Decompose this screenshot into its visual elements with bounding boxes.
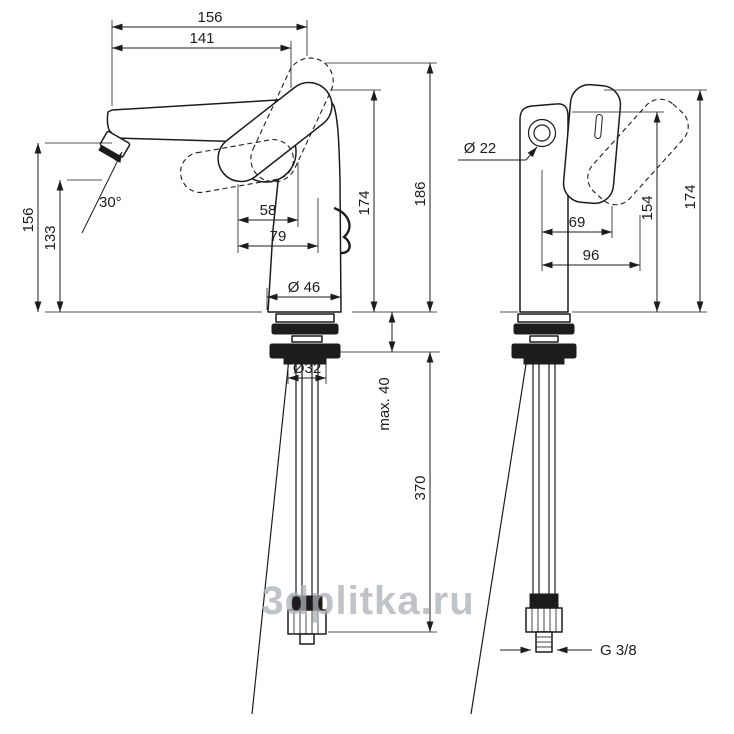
pull-rod-front bbox=[251, 357, 290, 715]
faucet-body-side bbox=[519, 103, 569, 313]
handle-lowered-dashed bbox=[180, 139, 294, 193]
handle-front bbox=[217, 81, 333, 183]
front-view: 156 141 156 133 30° 58 79 Ø 46 174 186 m… bbox=[20, 9, 440, 715]
handle-side-dashed bbox=[587, 98, 689, 206]
dim-label-aerator-diameter: Ø 22 bbox=[464, 140, 497, 157]
extension-lines-side bbox=[500, 89, 707, 313]
pull-rod-side bbox=[470, 357, 528, 715]
dim-label-handle-offset-side: 69 bbox=[569, 214, 586, 231]
dim-label-spout-height: 133 bbox=[42, 225, 59, 250]
dimension-lines-side bbox=[458, 90, 704, 654]
aerator-side-inner bbox=[533, 124, 551, 142]
dim-label-max-height: 186 bbox=[412, 181, 429, 206]
dim-label-body-height: 174 bbox=[356, 190, 373, 215]
dim-label-hose-length: 370 bbox=[412, 475, 429, 500]
dim-label-spout-top-height: 154 bbox=[639, 195, 656, 220]
dim-label-total-length: 156 bbox=[197, 9, 222, 26]
dim-label-left-height: 156 bbox=[20, 207, 37, 232]
extension-lines-front bbox=[45, 20, 440, 633]
aerator-side-outer bbox=[527, 118, 557, 148]
dim-label-angle: 30° bbox=[99, 194, 122, 211]
dim-label-shank-diameter: Ø32 bbox=[293, 360, 321, 377]
mounting-hardware-front bbox=[251, 313, 341, 715]
watermark: 3dplitka.ru bbox=[261, 579, 474, 623]
dim-label-base-diameter: Ø 46 bbox=[288, 279, 321, 296]
dim-label-pivot-offset: 58 bbox=[260, 202, 277, 219]
side-view: Ø 22 69 96 154 174 G 3/8 bbox=[458, 83, 707, 715]
dim-label-total-height-side: 174 bbox=[682, 184, 699, 209]
dim-label-handle-reach: 79 bbox=[270, 228, 287, 245]
dim-label-thread: G 3/8 bbox=[600, 642, 637, 659]
mounting-hardware-side bbox=[470, 313, 577, 715]
handle-raised-dashed bbox=[250, 57, 334, 183]
handle-side bbox=[562, 83, 622, 205]
dim-label-handle-reach-side: 96 bbox=[583, 247, 600, 264]
dimension-lines-front bbox=[34, 23, 434, 632]
dim-label-spout-reach: 141 bbox=[189, 30, 214, 47]
dim-label-max-counter: max. 40 bbox=[376, 377, 393, 430]
drain-lever bbox=[333, 206, 351, 255]
